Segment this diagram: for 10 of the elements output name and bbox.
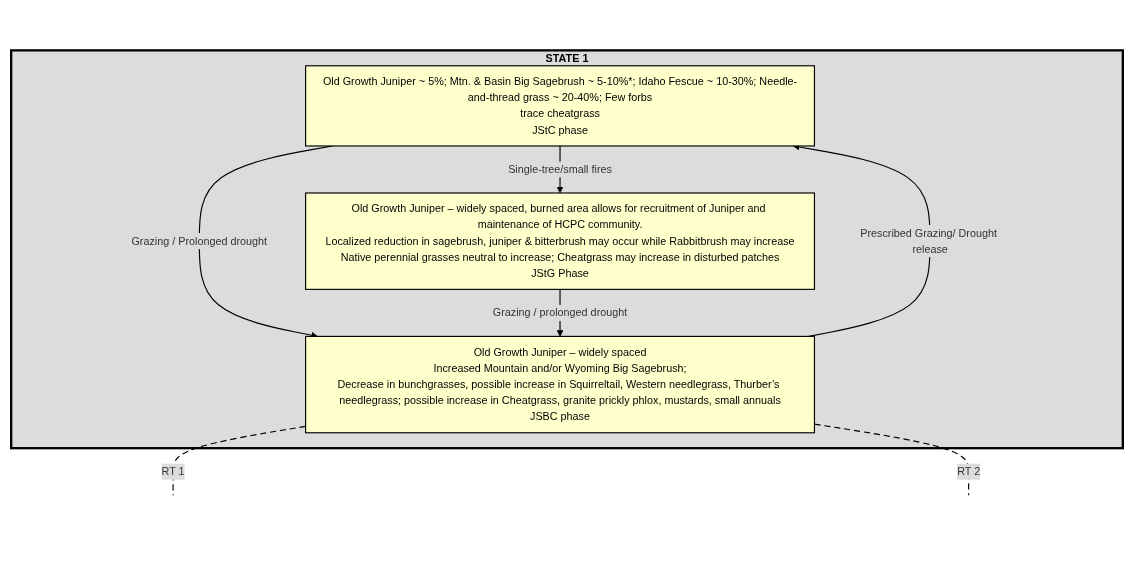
edge-label: RT 1 [161, 465, 185, 478]
edge-label: RT 2 [957, 465, 981, 478]
node-box: Old Growth Juniper – widely spaced, burned area allows for recruitment of Juniper and maintenance of HCPC community. Localized reduction in sagebrush, juniper & bitterbrush may occur while Rabbitbrush may increase Native perennial grasses neutral to increase; Cheatgrass may increase in disturbed patches JStG Phase [305, 192, 816, 290]
node-box: Old Growth Juniper ~ 5%; Mtn. & Basin Big Sagebrush ~ 5-10%*; Idaho Fescue ~ 10-30%; Needle-and-thread grass ~ 20-40%; Few forbs trace cheatgrass JStC phase [305, 65, 816, 147]
edge-label: Grazing / Prolonged drought [131, 234, 268, 247]
connector [172, 425, 307, 496]
edge-label: Prescribed Grazing/ Drought release [860, 226, 997, 256]
node-box: Old Growth Juniper – widely spaced Increased Mountain and/or Wyoming Big Sagebrush; Decrease in bunchgrasses, possible increase in Squirreltail, Western needlegrass, Thurber’s needlegrass; possible increase in Cheatgrass, granite prickly phlox, mustards, small annuals JSBC phase [305, 335, 816, 434]
edge-label: Grazing / prolonged drought [492, 306, 628, 319]
edge-label: Single-tree/small fires [508, 162, 612, 176]
